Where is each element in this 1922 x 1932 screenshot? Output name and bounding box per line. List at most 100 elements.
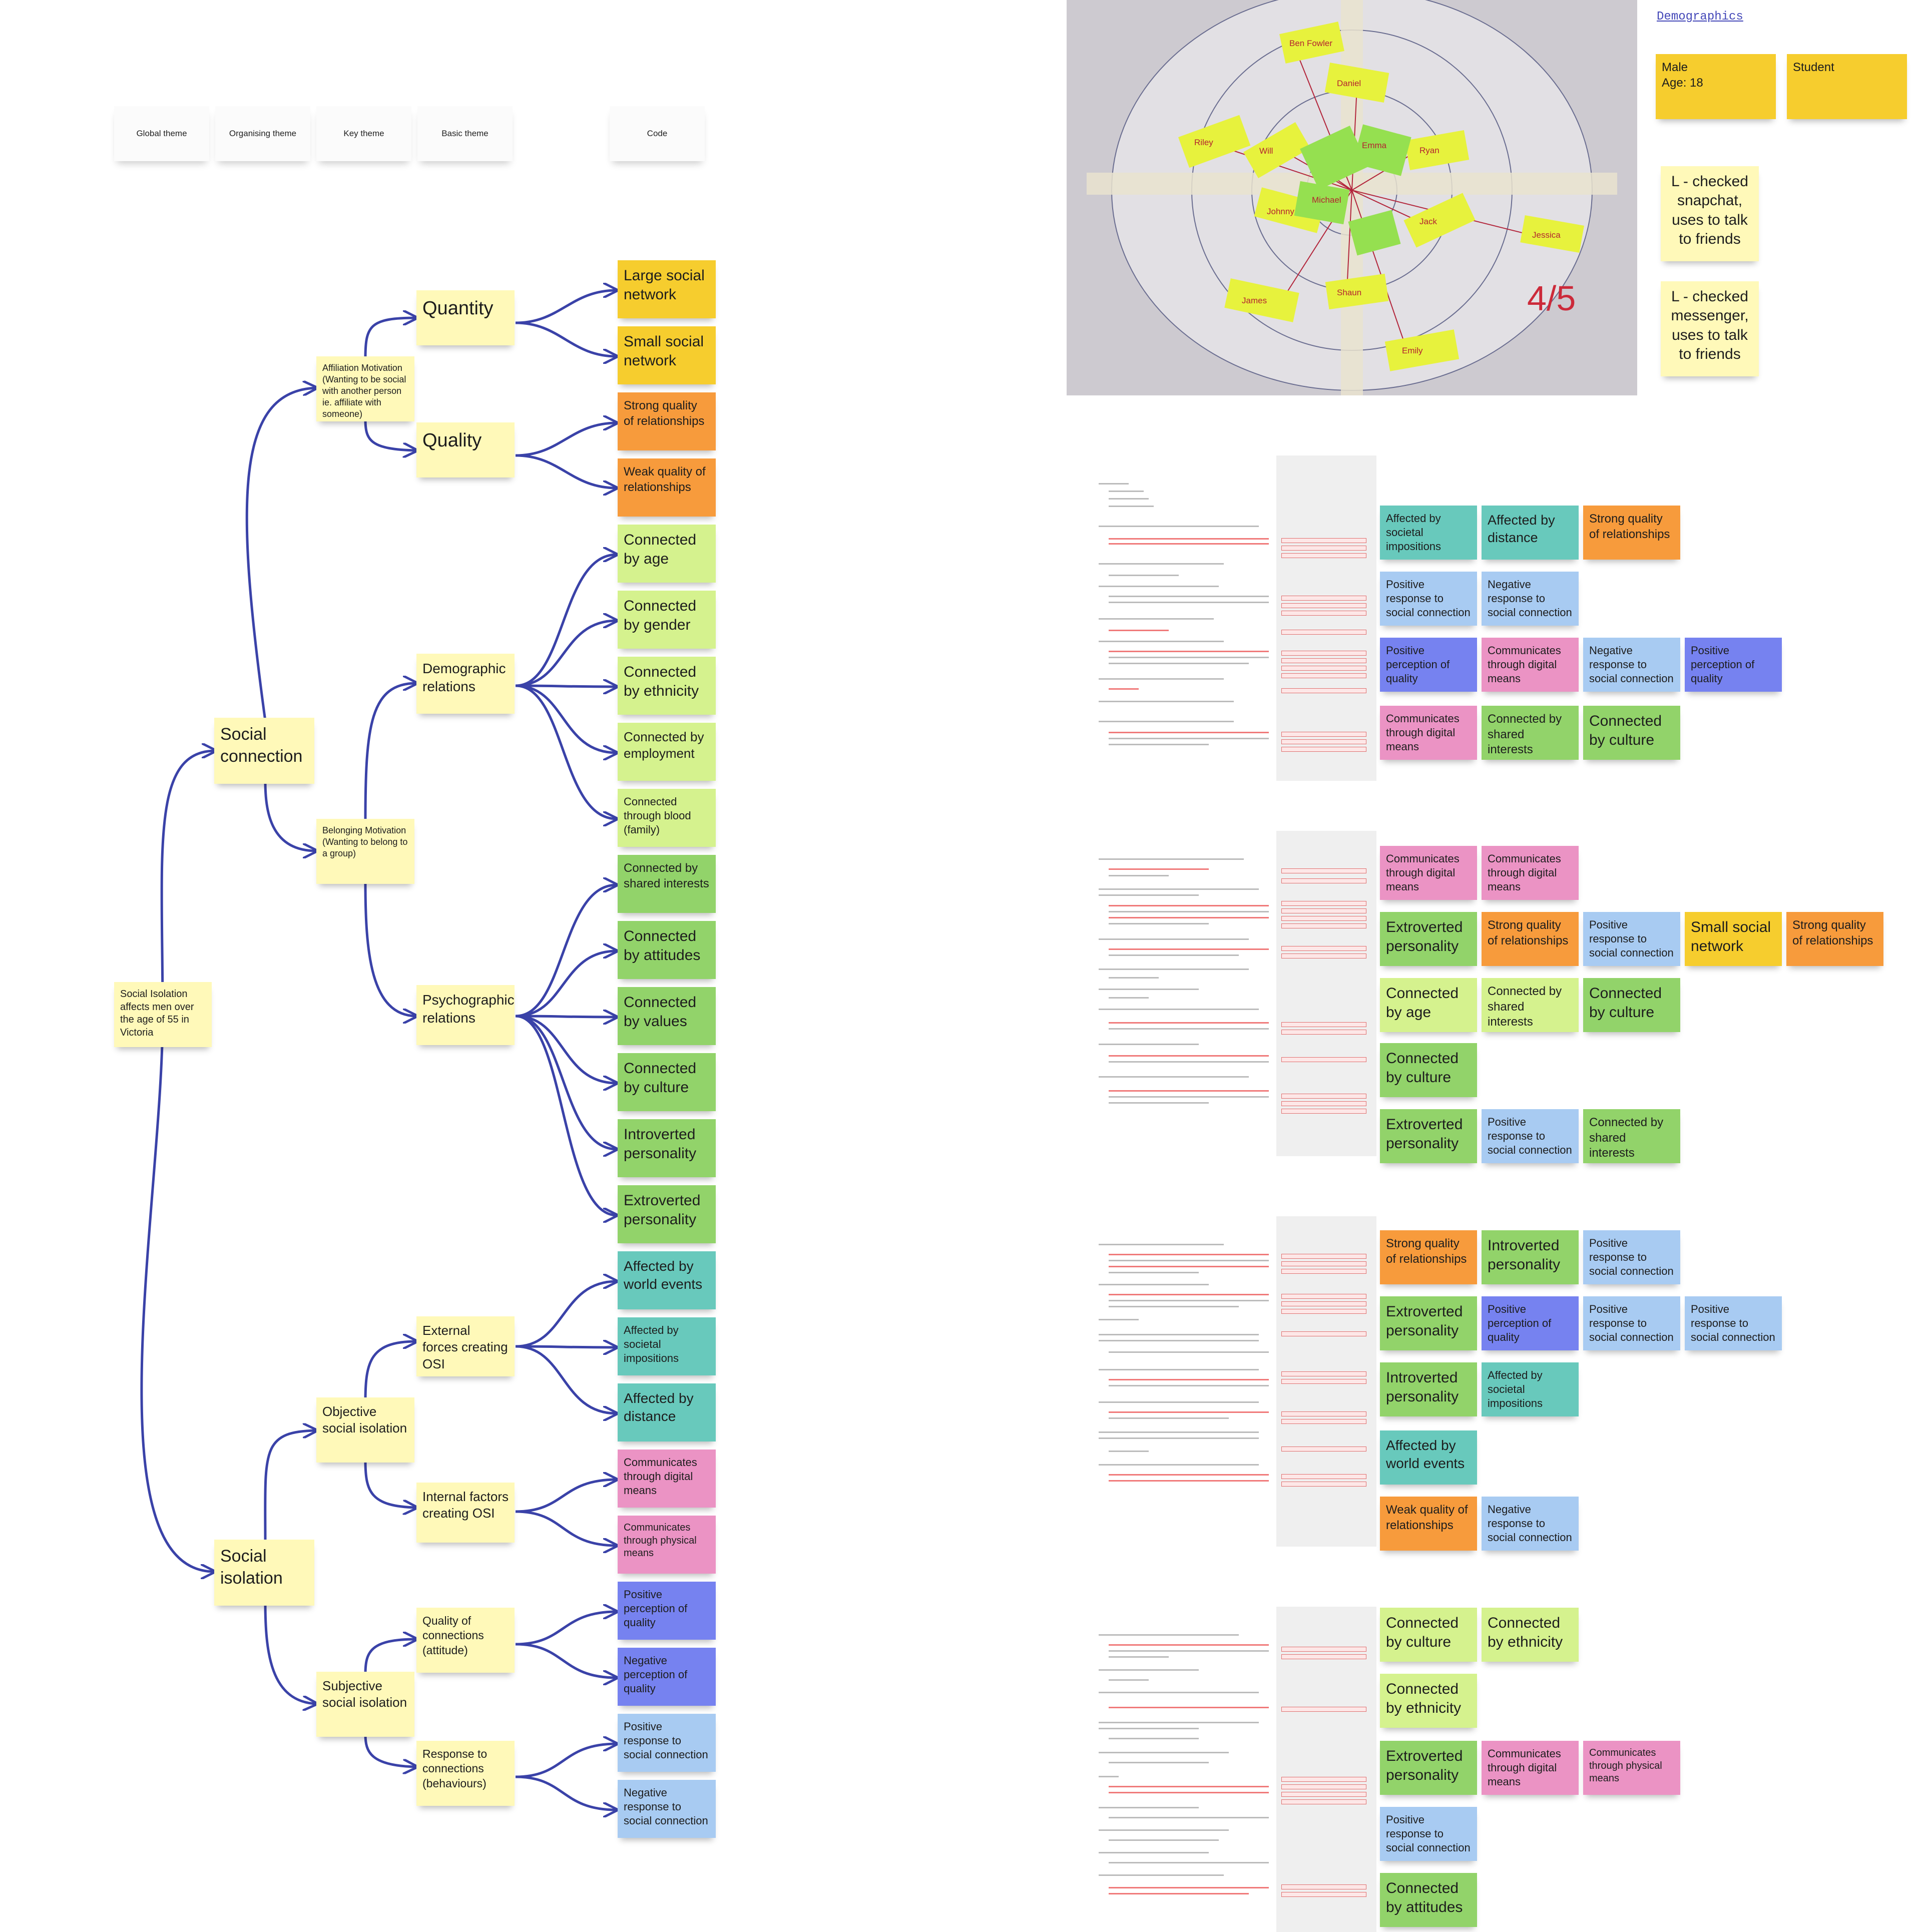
group3-note-5[interactable]: Positive perception of quality — [1482, 1296, 1579, 1350]
group1-note-2[interactable]: Affected by distance — [1482, 506, 1579, 560]
key-objective-social-isolation[interactable]: Objective social isolation — [316, 1397, 414, 1463]
basic-demographic-relations[interactable]: Demographic relations — [416, 654, 515, 714]
svg-text:Ryan: Ryan — [1419, 146, 1439, 155]
svg-text:Emily: Emily — [1402, 346, 1423, 355]
code-connected-by-attitudes[interactable]: Connected by attitudes — [618, 921, 716, 979]
group2-note-4[interactable]: Strong quality of relationships — [1482, 912, 1579, 966]
demographics-note-male[interactable]: Male Age: 18 — [1656, 54, 1776, 119]
code-connected-by-ethnicity[interactable]: Connected by ethnicity — [618, 657, 716, 715]
code-connected-through-blood[interactable]: Connected through blood (family) — [618, 789, 716, 847]
group2-note-5[interactable]: Positive response to social connection — [1583, 912, 1680, 966]
connector-paths — [140, 290, 617, 1810]
code-affected-by-distance[interactable]: Affected by distance — [618, 1383, 716, 1441]
group4-note-3[interactable]: Connected by ethnicity — [1380, 1674, 1477, 1728]
group2-note-13[interactable]: Positive response to social connection — [1482, 1109, 1579, 1163]
code-communicates-digital[interactable]: Communicates through digital means — [618, 1450, 716, 1508]
group3-note-2[interactable]: Introverted personality — [1482, 1230, 1579, 1284]
basic-external-forces[interactable]: External forces creating OSI — [416, 1316, 515, 1376]
group1-note-12[interactable]: Connected by culture — [1583, 706, 1680, 760]
demographics-note-student[interactable]: Student — [1787, 54, 1907, 119]
organising-social-connection[interactable]: Social connection — [214, 718, 314, 784]
key-belonging-motivation[interactable]: Belonging Motivation (Wanting to belong … — [316, 819, 414, 884]
code-connected-by-gender[interactable]: Connected by gender — [618, 591, 716, 649]
header-organising-theme[interactable]: Organising theme — [215, 106, 310, 161]
code-positive-response[interactable]: Positive response to social connection — [618, 1714, 716, 1772]
group4-note-2[interactable]: Connected by ethnicity — [1482, 1608, 1579, 1662]
code-connected-by-culture[interactable]: Connected by culture — [618, 1053, 716, 1111]
group4-note-4[interactable]: Extroverted personality — [1380, 1741, 1477, 1795]
group3-note-4[interactable]: Extroverted personality — [1380, 1296, 1477, 1350]
svg-text:Daniel: Daniel — [1337, 79, 1361, 88]
group2-note-8[interactable]: Connected by age — [1380, 978, 1477, 1032]
group1-note-9[interactable]: Positive perception of quality — [1685, 638, 1782, 692]
group1-note-3[interactable]: Strong quality of relationships — [1583, 506, 1680, 560]
group3-note-10[interactable]: Affected by world events — [1380, 1430, 1477, 1485]
code-affected-by-world-events[interactable]: Affected by world events — [618, 1251, 716, 1309]
group1-note-8[interactable]: Negative response to social connection — [1583, 638, 1680, 692]
code-connected-by-values[interactable]: Connected by values — [618, 987, 716, 1045]
group2-note-7[interactable]: Strong quality of relationships — [1786, 912, 1883, 966]
group2-note-11[interactable]: Connected by culture — [1380, 1043, 1477, 1097]
group2-note-9[interactable]: Connected by shared interests — [1482, 978, 1579, 1032]
code-affected-by-societal-impositions[interactable]: Affected by societal impositions — [618, 1317, 716, 1375]
group2-note-12[interactable]: Extroverted personality — [1380, 1109, 1477, 1163]
key-affiliation-motivation[interactable]: Affiliation Motivation (Wanting to be so… — [316, 356, 414, 421]
code-connected-by-age[interactable]: Connected by age — [618, 525, 716, 583]
group2-note-1[interactable]: Communicates through digital means — [1380, 846, 1477, 900]
group3-note-11[interactable]: Weak quality of relationships — [1380, 1497, 1477, 1551]
basic-quality[interactable]: Quality — [416, 422, 515, 477]
basic-quantity[interactable]: Quantity — [416, 290, 515, 345]
group1-note-6[interactable]: Positive perception of quality — [1380, 638, 1477, 692]
code-large-social-network[interactable]: Large social network — [618, 260, 716, 318]
code-connected-by-shared-interests[interactable]: Connected by shared interests — [618, 855, 716, 913]
group2-note-10[interactable]: Connected by culture — [1583, 978, 1680, 1032]
group4-note-7[interactable]: Positive response to social connection — [1380, 1807, 1477, 1861]
group3-note-12[interactable]: Negative response to social connection — [1482, 1497, 1579, 1551]
header-basic-theme[interactable]: Basic theme — [417, 106, 513, 161]
group2-note-6[interactable]: Small social network — [1685, 912, 1782, 966]
code-introverted-personality[interactable]: Introverted personality — [618, 1119, 716, 1177]
group1-note-11[interactable]: Connected by shared interests — [1482, 706, 1579, 760]
demographics-link[interactable]: Demographics — [1657, 10, 1743, 24]
organising-social-isolation[interactable]: Social isolation — [214, 1540, 314, 1606]
code-positive-perception[interactable]: Positive perception of quality — [618, 1582, 716, 1640]
group1-note-7[interactable]: Communicates through digital means — [1482, 638, 1579, 692]
header-global-theme[interactable]: Global theme — [114, 106, 209, 161]
header-code[interactable]: Code — [610, 106, 705, 161]
group3-note-7[interactable]: Positive response to social connection — [1685, 1296, 1782, 1350]
code-connected-by-employment[interactable]: Connected by employment — [618, 723, 716, 781]
code-small-social-network[interactable]: Small social network — [618, 326, 716, 384]
basic-response-to-connections[interactable]: Response to connections (behaviours) — [416, 1741, 515, 1806]
group3-note-3[interactable]: Positive response to social connection — [1583, 1230, 1680, 1284]
basic-psychographic-relations[interactable]: Psychographic relations — [416, 985, 515, 1045]
code-negative-perception[interactable]: Negative perception of quality — [618, 1648, 716, 1706]
sociogram-photo: 4/5 Ben Fowler Daniel Riley Will Emma Ry… — [1067, 0, 1637, 395]
group1-note-5[interactable]: Negative response to social connection — [1482, 572, 1579, 626]
key-subjective-social-isolation[interactable]: Subjective social isolation — [316, 1672, 414, 1737]
code-weak-quality[interactable]: Weak quality of relationships — [618, 458, 716, 517]
group3-note-6[interactable]: Positive response to social connection — [1583, 1296, 1680, 1350]
group1-note-1[interactable]: Affected by societal impositions — [1380, 506, 1477, 560]
global-theme-note[interactable]: Social Isolation affects men over the ag… — [114, 982, 212, 1047]
code-communicates-physical[interactable]: Communicates through physical means — [618, 1516, 716, 1574]
group4-note-5[interactable]: Communicates through digital means — [1482, 1741, 1579, 1795]
demographics-note-messenger[interactable]: L - checked messenger, uses to talk to f… — [1661, 281, 1759, 376]
code-negative-response[interactable]: Negative response to social connection — [618, 1780, 716, 1838]
group4-note-1[interactable]: Connected by culture — [1380, 1608, 1477, 1662]
basic-internal-factors[interactable]: Internal factors creating OSI — [416, 1483, 515, 1543]
group4-note-6[interactable]: Communicates through physical means — [1583, 1741, 1680, 1795]
basic-quality-of-connections[interactable]: Quality of connections (attitude) — [416, 1608, 515, 1673]
group3-note-1[interactable]: Strong quality of relationships — [1380, 1230, 1477, 1284]
group2-note-2[interactable]: Communicates through digital means — [1482, 846, 1579, 900]
group2-note-14[interactable]: Connected by shared interests — [1583, 1109, 1680, 1163]
group1-note-4[interactable]: Positive response to social connection — [1380, 572, 1477, 626]
group2-note-3[interactable]: Extroverted personality — [1380, 912, 1477, 966]
demographics-note-snapchat[interactable]: L - checked snapchat, uses to talk to fr… — [1661, 166, 1759, 261]
code-strong-quality[interactable]: Strong quality of relationships — [618, 392, 716, 450]
group3-note-8[interactable]: Introverted personality — [1380, 1362, 1477, 1416]
group1-note-10[interactable]: Communicates through digital means — [1380, 706, 1477, 760]
group3-note-9[interactable]: Affected by societal impositions — [1482, 1362, 1579, 1416]
group4-note-8[interactable]: Connected by attitudes — [1380, 1873, 1477, 1927]
header-key-theme[interactable]: Key theme — [316, 106, 411, 161]
code-extroverted-personality[interactable]: Extroverted personality — [618, 1185, 716, 1243]
